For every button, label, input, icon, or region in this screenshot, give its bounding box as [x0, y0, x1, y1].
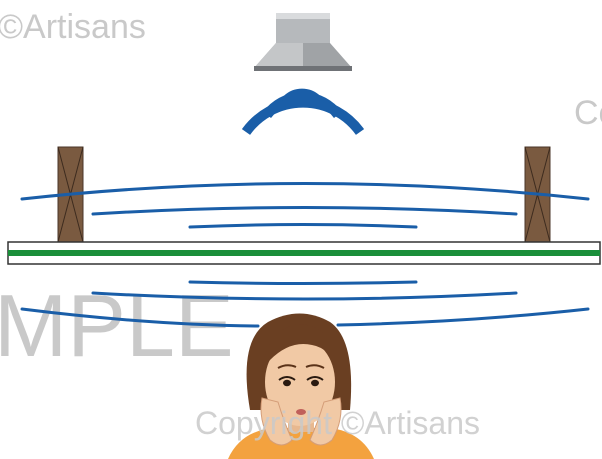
floor-vibration-upper	[20, 182, 590, 229]
sound-waves-emitted	[241, 88, 365, 135]
sound-arc-3	[241, 97, 365, 135]
transmitted-line-4	[336, 307, 590, 327]
ceiling-speaker-icon	[254, 13, 352, 71]
vibration-line-2	[91, 206, 518, 216]
floor-slab	[7, 241, 601, 265]
transmitted-line-3	[20, 307, 260, 328]
vibration-line-1	[20, 182, 590, 201]
surprised-woman-icon	[228, 313, 374, 459]
watermark-top-left: ©Artisans	[0, 8, 146, 46]
floor-vibration-lower	[20, 280, 590, 328]
watermark-bottom: Copyright ©Artisans	[195, 405, 480, 441]
transmitted-line-1	[188, 280, 418, 285]
transmitted-line-2	[91, 291, 518, 301]
watermark-top-right: Co	[574, 94, 602, 132]
vibration-line-3	[188, 223, 418, 229]
